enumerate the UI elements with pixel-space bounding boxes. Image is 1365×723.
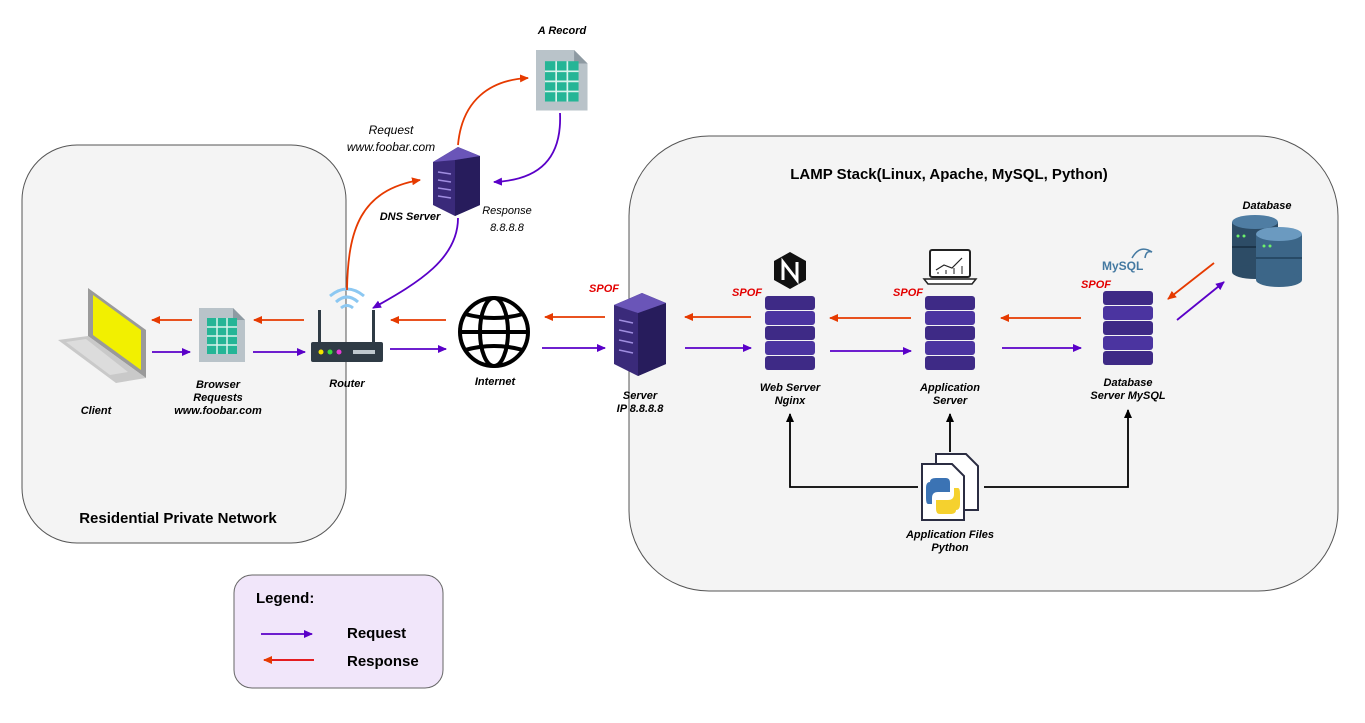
response-annotation-line1: Response [482, 205, 532, 217]
browser-label-line2: Requests [193, 392, 243, 404]
browser-label: Browser Requests www.foobar.com [158, 379, 278, 418]
dns-server-icon [433, 147, 480, 216]
client-label: Client [80, 405, 112, 417]
laptop-chart-icon [922, 249, 978, 285]
mysql-logo-text: MySQL [1102, 259, 1143, 273]
residential-group-title: Residential Private Network [79, 510, 277, 527]
server-label: Server IP 8.8.8.8 [600, 390, 680, 416]
request-curve-dns-arecord [457, 74, 529, 146]
python-files-icon [921, 453, 979, 521]
files-to-web-arrow [786, 413, 918, 488]
request-curve-dns-router [372, 217, 459, 309]
dns-server-label: DNS Server [379, 211, 441, 223]
request-curve-router-dns [346, 177, 421, 291]
legend-item-response: Response [347, 653, 419, 670]
db-server-label-line1: Database [1103, 377, 1153, 389]
db-server-icon [1103, 291, 1153, 365]
response-annotation-line2: 8.8.8.8 [490, 222, 524, 234]
app-files-label: Application Files Python [885, 529, 1015, 555]
browser-sheet-icon [198, 307, 246, 363]
server-label-line1: Server [622, 390, 658, 402]
request-annotation-line2: www.foobar.com [346, 140, 436, 154]
mysql-logo-icon [1131, 248, 1153, 259]
app-server-icon [925, 296, 975, 370]
response-curve-arecord-dns [493, 112, 561, 186]
spof-tag-web-server: SPOF [732, 287, 762, 299]
web-server-label-line2: Nginx [774, 395, 806, 407]
nginx-logo-icon [774, 252, 806, 289]
files-to-db-arrow [984, 409, 1132, 488]
request-annotation: Request www.foobar.com [336, 122, 446, 156]
request-arrows [152, 112, 1225, 356]
web-server-label: Web Server Nginx [740, 382, 840, 408]
app-files-arrows [786, 409, 1132, 488]
legend-item-request: Request [347, 625, 407, 642]
lamp-group-title: LAMP Stack(Linux, Apache, MySQL, Python) [790, 166, 1108, 183]
app-server-label-line1: Application [920, 382, 980, 394]
router-icon [311, 287, 383, 362]
request-annotation-line1: Request [368, 123, 414, 137]
laptop-icon [58, 288, 146, 383]
edge-server-icon [614, 293, 666, 376]
app-server-label-line2: Server [932, 395, 968, 407]
internet-label: Internet [474, 376, 516, 388]
web-server-icon [765, 296, 815, 370]
a-record-label: A Record [537, 25, 587, 37]
server-label-line2: IP 8.8.8.8 [616, 403, 664, 415]
spof-tag-app-server: SPOF [893, 287, 923, 299]
database-icon [1232, 215, 1302, 287]
response-arrow-database-db [1167, 262, 1215, 300]
response-annotation: Response 8.8.8.8 [472, 203, 542, 237]
a-record-sheet-icon [535, 49, 589, 112]
app-files-label-line2: Python [931, 542, 969, 554]
spof-tag-server: SPOF [589, 283, 619, 295]
app-files-label-line1: Application Files [905, 529, 994, 541]
db-server-label-line2: Server MySQL [1090, 390, 1166, 402]
app-server-label: Application Server [900, 382, 1000, 408]
globe-icon [458, 296, 530, 368]
legend-title: Legend: [256, 590, 315, 607]
db-server-label: Database Server MySQL [1068, 377, 1188, 403]
database-label: Database [1242, 200, 1292, 212]
request-arrow-db-database [1176, 281, 1225, 321]
router-label: Router [329, 378, 365, 390]
browser-label-line1: Browser [195, 379, 241, 391]
web-server-label-line1: Web Server [759, 382, 821, 394]
spof-tag-db-server: SPOF [1081, 279, 1111, 291]
browser-label-line3: www.foobar.com [174, 405, 262, 417]
response-arrows [151, 74, 1215, 324]
